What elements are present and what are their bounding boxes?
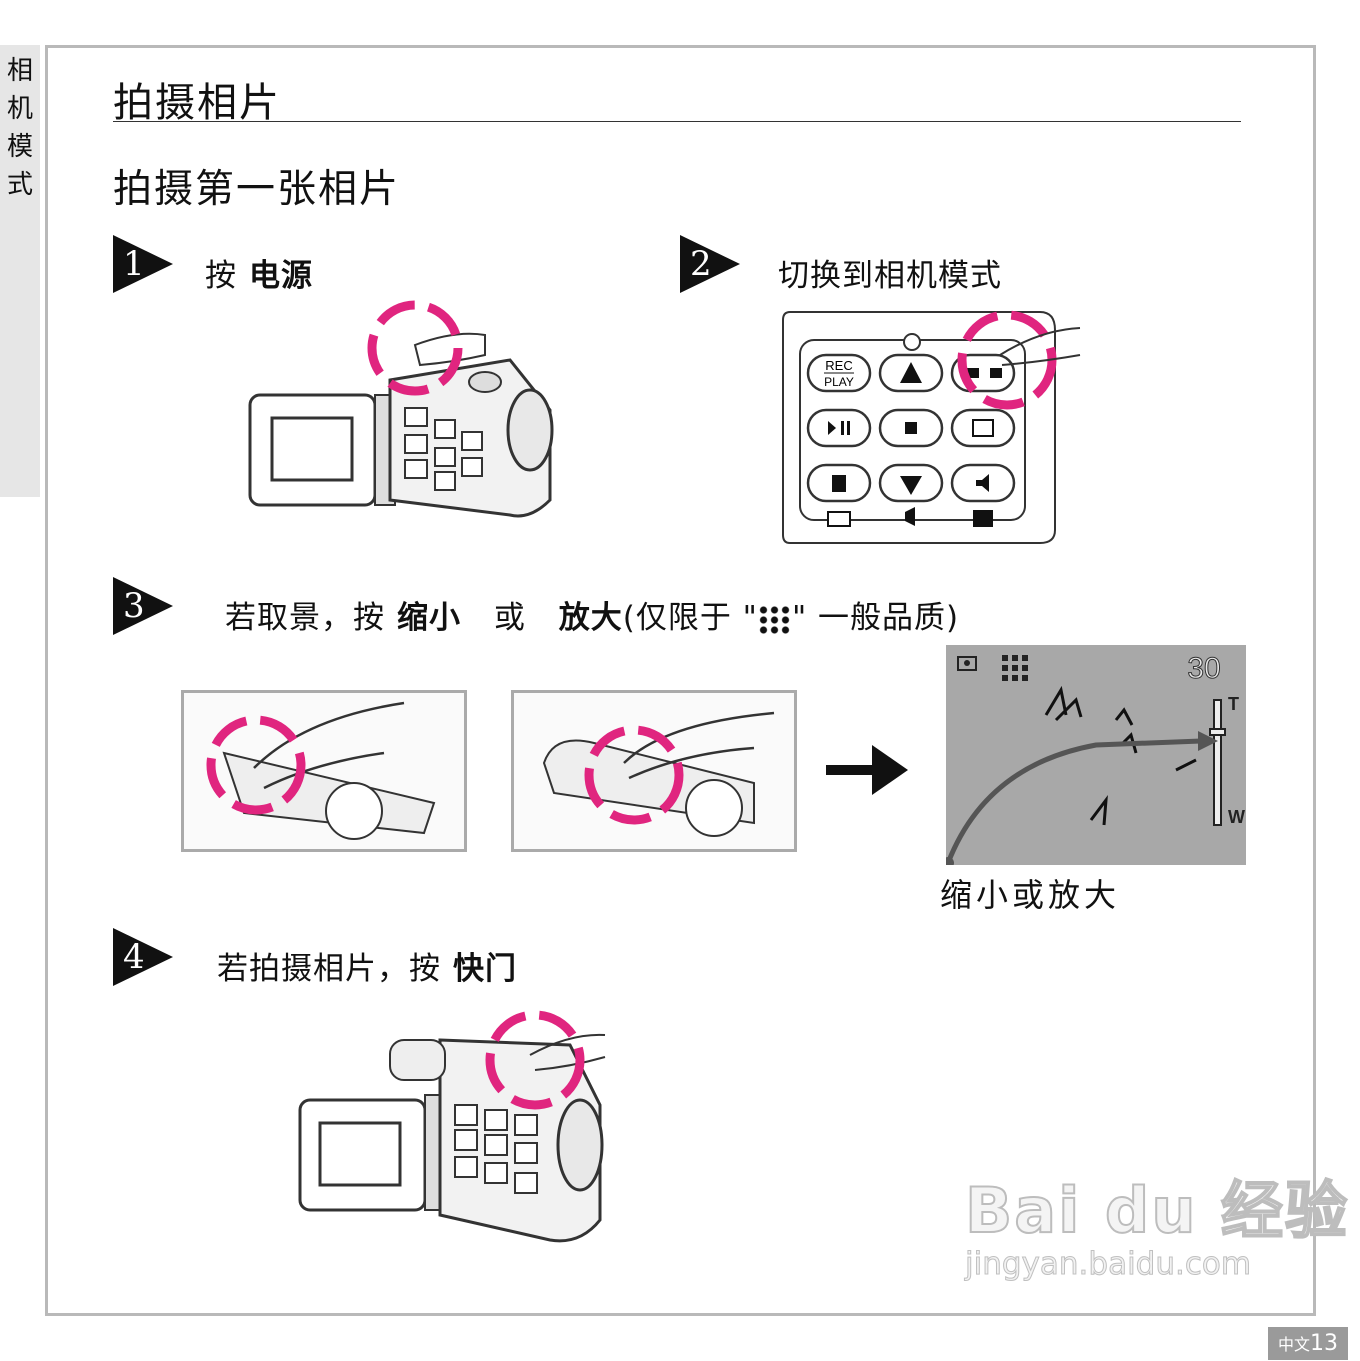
svg-text:1: 1 <box>123 244 145 284</box>
page-number-badge: 中文13 <box>1268 1327 1348 1360</box>
step-4-text: 若拍摄相片，按快门 <box>217 951 517 987</box>
side-tab-label: 相机模式 <box>6 56 33 200</box>
step-2-text: 切换到相机模式 <box>778 258 1002 294</box>
keypad-illustration: REC PLAY <box>782 310 1081 544</box>
side-tab <box>0 45 40 497</box>
page-frame <box>45 45 1316 1316</box>
step-3-text: 若取景，按缩小 或 放大(仅限于 "" 一般品质) <box>225 600 960 636</box>
step-2-marker: 2 <box>680 235 740 293</box>
svg-text:REC: REC <box>825 358 852 373</box>
right-arrow-icon <box>826 745 908 795</box>
zoom-caption: 缩小或放大 <box>940 876 1121 914</box>
step-4-marker: 4 <box>113 928 173 986</box>
step-3-marker: 3 <box>113 577 173 635</box>
zoom-out-illustration <box>181 690 467 852</box>
watermark: Bai du 经验 jingyan.baidu.com <box>964 1173 1350 1283</box>
svg-text:W: W <box>1228 807 1245 827</box>
zoom-in-illustration <box>511 690 797 852</box>
camera-power-illustration <box>240 300 570 525</box>
svg-text:3: 3 <box>123 586 145 626</box>
step-1-marker: 1 <box>113 235 173 293</box>
page-title: 拍摄相片 <box>113 80 281 126</box>
step-1-text: 按电源 <box>205 258 313 294</box>
zoom-preview-screen: 30 T W <box>942 645 1246 869</box>
svg-text:2: 2 <box>690 244 712 284</box>
svg-text:4: 4 <box>123 937 145 977</box>
section-title: 拍摄第一张相片 <box>113 167 401 212</box>
camera-shutter-illustration <box>290 1005 620 1250</box>
title-divider <box>113 121 1241 122</box>
svg-text:PLAY: PLAY <box>824 375 854 389</box>
svg-text:30: 30 <box>1187 652 1220 685</box>
quality-grid-icon <box>757 604 792 635</box>
svg-text:T: T <box>1228 694 1239 714</box>
